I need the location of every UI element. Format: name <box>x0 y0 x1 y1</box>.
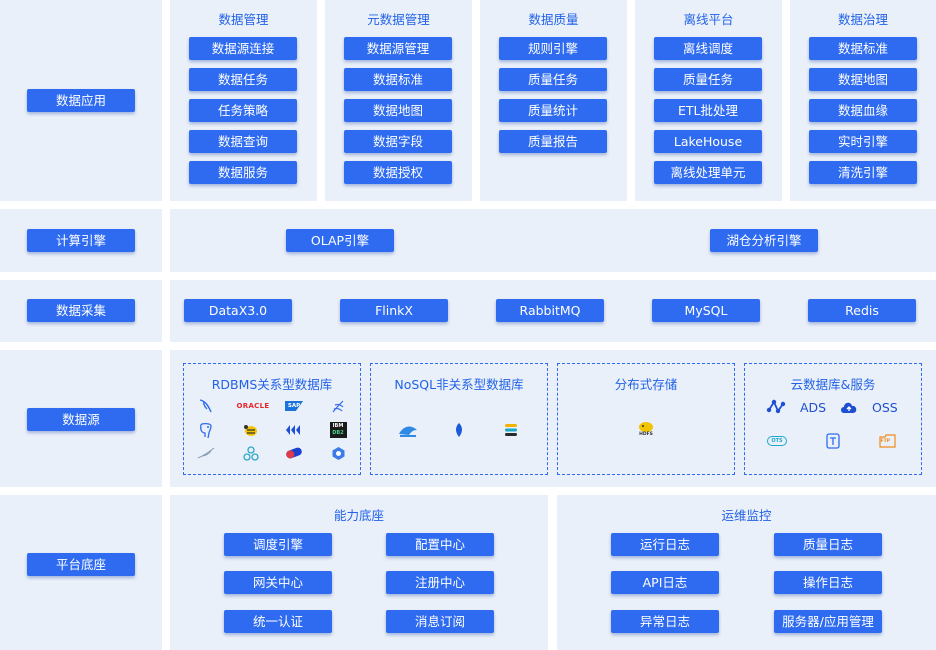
item-api-log[interactable]: API日志 <box>611 571 719 594</box>
ops-monitoring-title: 运维监控 <box>721 508 772 523</box>
column-title-data-governance: 数据治理 <box>837 12 888 27</box>
item-task-strategy[interactable]: 任务策略 <box>189 99 297 122</box>
item-quality-stats[interactable]: 质量统计 <box>499 99 607 122</box>
item-run-log[interactable]: 运行日志 <box>611 533 719 556</box>
item-flinkx[interactable]: FlinkX <box>340 299 448 322</box>
oss-label: OSS <box>872 400 898 415</box>
item-data-task[interactable]: 数据任务 <box>189 68 297 91</box>
hive-bee-icon <box>241 421 261 439</box>
item-quality-log[interactable]: 质量日志 <box>774 533 882 556</box>
ftp-label: FTP <box>880 439 890 444</box>
mongodb-leaf-icon <box>452 421 466 439</box>
row-label-data-source[interactable]: 数据源 <box>27 408 135 431</box>
item-gov-data-standard[interactable]: 数据标准 <box>809 37 917 60</box>
hdfs-label: HDFS <box>639 432 653 437</box>
row-label-data-collection[interactable]: 数据采集 <box>27 299 135 322</box>
item-realtime-engine[interactable]: 实时引擎 <box>809 130 917 153</box>
item-offline-schedule[interactable]: 离线调度 <box>654 37 762 60</box>
compute-row-panel <box>170 209 936 272</box>
item-data-map[interactable]: 数据地图 <box>344 99 452 122</box>
ibm-db2-logo-icon: IBM DB2 <box>328 421 348 439</box>
group-cloud <box>744 363 922 475</box>
item-data-query[interactable]: 数据查询 <box>189 130 297 153</box>
group-rdbms <box>183 363 361 475</box>
item-unified-auth[interactable]: 统一认证 <box>224 610 332 633</box>
column-title-data-quality: 数据质量 <box>528 12 579 27</box>
item-quality-report[interactable]: 质量报告 <box>499 130 607 153</box>
item-registry-center[interactable]: 注册中心 <box>386 571 494 594</box>
item-message-subscription[interactable]: 消息订阅 <box>386 610 494 633</box>
group-title-nosql: NoSQL非关系型数据库 <box>394 377 524 392</box>
column-title-metadata-management: 元数据管理 <box>367 12 430 27</box>
item-rule-engine[interactable]: 规则引擎 <box>499 37 607 60</box>
hbase-icon <box>284 421 304 439</box>
network-graph-icon <box>765 398 787 416</box>
ibm-text: IBM <box>332 423 344 429</box>
item-server-app-management[interactable]: 服务器/应用管理 <box>774 610 882 633</box>
group-distributed-storage <box>557 363 735 475</box>
group-title-rdbms: RDBMS关系型数据库 <box>211 377 333 392</box>
item-etl-batch[interactable]: ETL批处理 <box>654 99 762 122</box>
capability-title: 能力底座 <box>333 508 384 523</box>
group-title-distributed-storage: 分布式存储 <box>614 377 678 392</box>
item-gov-data-map[interactable]: 数据地图 <box>809 68 917 91</box>
hexagon-db-icon <box>328 445 348 461</box>
item-lakehouse[interactable]: LakeHouse <box>654 130 762 153</box>
group-title-cloud: 云数据库&服务 <box>790 377 876 392</box>
item-exception-log[interactable]: 异常日志 <box>611 610 719 633</box>
column-title-data-management: 数据管理 <box>218 12 269 27</box>
item-lakehouse-analytics-engine[interactable]: 湖仓分析引擎 <box>710 229 818 252</box>
item-mysql[interactable]: MySQL <box>652 299 760 322</box>
mysql-dolphin-icon <box>197 398 217 414</box>
item-datasource-connect[interactable]: 数据源连接 <box>189 37 297 60</box>
item-operation-log[interactable]: 操作日志 <box>774 571 882 594</box>
item-data-lineage[interactable]: 数据血缘 <box>809 99 917 122</box>
hdfs-elephant-icon: HDFS <box>634 419 658 439</box>
item-olap-engine[interactable]: OLAP引擎 <box>286 229 394 252</box>
ots-badge-icon: OTS <box>765 433 789 449</box>
item-schedule-engine[interactable]: 调度引擎 <box>224 533 332 556</box>
item-cleansing-engine[interactable]: 清洗引擎 <box>809 161 917 184</box>
sap-logo-text: SAP <box>284 401 304 411</box>
document-t-icon <box>824 432 842 450</box>
row-label-data-app[interactable]: 数据应用 <box>27 89 135 112</box>
source-row-panel <box>170 350 936 487</box>
item-datax[interactable]: DataX3.0 <box>184 299 292 322</box>
item-rabbitmq[interactable]: RabbitMQ <box>496 299 604 322</box>
item-datasource-manage[interactable]: 数据源管理 <box>344 37 452 60</box>
column-title-offline-platform: 离线平台 <box>683 12 734 27</box>
oracle-logo-text: ORACLE <box>236 402 270 410</box>
db2-text: DB2 <box>332 430 344 436</box>
item-quality-task[interactable]: 质量任务 <box>499 68 607 91</box>
elasticsearch-icon <box>502 421 520 439</box>
sqlserver-icon <box>329 398 347 414</box>
capsule-db-icon <box>284 445 304 461</box>
row-label-platform-base[interactable]: 平台底座 <box>27 553 135 576</box>
cloud-upload-icon <box>838 398 860 416</box>
group-nosql <box>370 363 548 475</box>
item-data-authorization[interactable]: 数据授权 <box>344 161 452 184</box>
cluster-nodes-icon <box>241 445 261 461</box>
row-label-compute-engine[interactable]: 计算引擎 <box>27 229 135 252</box>
ots-badge-text: OTS <box>767 436 787 446</box>
item-data-standard[interactable]: 数据标准 <box>344 68 452 91</box>
sap-logo-icon: SAP <box>284 398 304 414</box>
oracle-logo-icon: ORACLE <box>234 400 272 412</box>
item-data-service[interactable]: 数据服务 <box>189 161 297 184</box>
item-gateway-center[interactable]: 网关中心 <box>224 571 332 594</box>
item-quality-task-offline[interactable]: 质量任务 <box>654 68 762 91</box>
dolphin-db-icon <box>396 421 420 439</box>
item-offline-unit[interactable]: 离线处理单元 <box>654 161 762 184</box>
sqlite-feather-icon <box>196 445 216 461</box>
item-data-field[interactable]: 数据字段 <box>344 130 452 153</box>
item-config-center[interactable]: 配置中心 <box>386 533 494 556</box>
item-redis[interactable]: Redis <box>808 299 916 322</box>
ftp-folder-icon: FTP <box>877 432 897 450</box>
ads-label: ADS <box>800 400 827 415</box>
postgresql-elephant-icon <box>196 421 216 439</box>
